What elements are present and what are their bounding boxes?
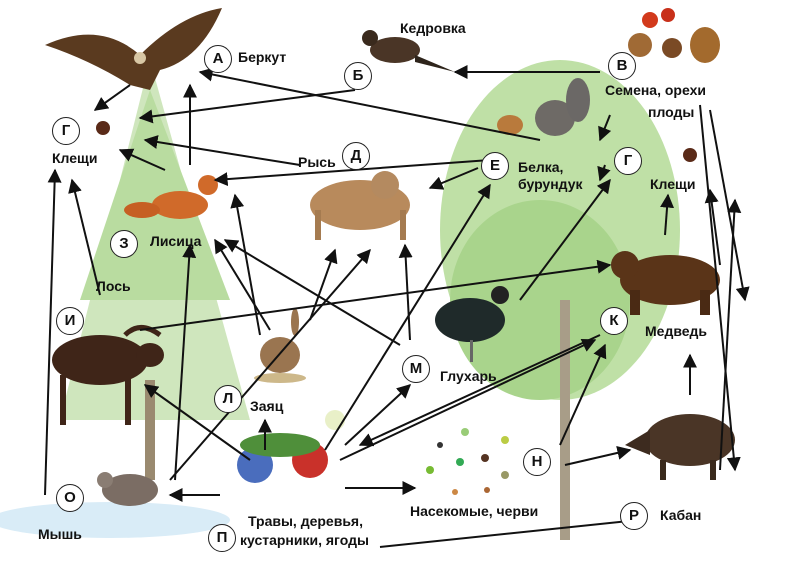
label-lynx: Рысь [298, 154, 336, 170]
label-kedrovka: Кедровка [400, 20, 466, 36]
node-g-right-circle[interactable]: Г [614, 147, 642, 175]
food-chain-arrow [428, 167, 479, 190]
node-v-circle[interactable]: В [608, 52, 636, 80]
food-chain-arrow [379, 514, 640, 548]
label-berkut: Беркут [238, 49, 287, 65]
node-a-circle[interactable]: А [204, 45, 232, 73]
food-chain-arrow [213, 159, 491, 187]
food-chain-arrow [358, 334, 601, 447]
food-chain-arrow [699, 104, 741, 472]
berries-plants-icon [237, 410, 345, 483]
food-chain-arrow [598, 114, 612, 142]
label-insects: Насекомые, черви [410, 503, 539, 519]
label-fruits: плоды [648, 104, 695, 120]
label-ticks-right: Клещи [650, 176, 696, 192]
food-chain-arrow [324, 183, 491, 451]
tick-icon [683, 148, 697, 162]
food-chain-arrow [597, 164, 611, 182]
label-chipmunk: бурундук [518, 176, 583, 192]
tree-left [60, 60, 250, 480]
node-n-circle[interactable]: Н [523, 448, 551, 476]
food-chain-arrow [44, 168, 62, 496]
fox-icon [124, 175, 218, 219]
capercaillie-icon [435, 286, 509, 362]
food-chain-arrow [138, 89, 356, 124]
label-hare: Заяц [250, 398, 284, 414]
food-chain-arrow [660, 193, 675, 236]
node-e-circle[interactable]: Е [481, 152, 509, 180]
node-d-circle[interactable]: Д [342, 142, 370, 170]
nutcracker-icon [362, 30, 455, 72]
node-i-circle[interactable]: И [56, 307, 84, 335]
label-seeds: Семена, орехи [605, 82, 706, 98]
food-chain-arrow [174, 243, 197, 481]
node-l-circle[interactable]: Л [214, 385, 242, 413]
food-chain-arrow [68, 178, 101, 296]
node-o-circle[interactable]: О [56, 484, 84, 512]
node-b-circle[interactable]: Б [344, 62, 372, 90]
mouse-icon [97, 472, 158, 506]
food-chain-arrow [214, 238, 271, 331]
label-moose: Лось [96, 278, 131, 294]
food-chain-arrow [339, 339, 597, 461]
food-chain-arrow [169, 248, 371, 481]
node-r-circle[interactable]: Р [620, 502, 648, 530]
food-chain-arrow [564, 446, 632, 466]
food-chain-arrow [309, 248, 338, 321]
node-z-circle[interactable]: З [110, 230, 138, 258]
label-boar: Кабан [660, 507, 702, 523]
insects-icon [426, 428, 509, 495]
food-chain-arrow [344, 384, 412, 446]
label-berries: кустарники, ягоды [240, 532, 369, 548]
label-mouse: Мышь [38, 526, 82, 542]
water-icon [0, 502, 230, 538]
label-bear: Медведь [645, 323, 708, 339]
food-chain-arrow [143, 135, 301, 166]
food-chain-arrow [719, 198, 742, 471]
label-plants: Травы, деревья, [248, 513, 363, 529]
eagle-icon [45, 8, 222, 90]
moose-icon [52, 325, 164, 425]
food-chain-arrow [230, 193, 261, 336]
food-chain-arrow [223, 239, 401, 346]
node-p-circle[interactable]: П [208, 524, 236, 552]
label-squirrel: Белка, [518, 159, 564, 175]
food-chain-arrow [118, 148, 166, 171]
arrows-layer [44, 65, 750, 548]
food-chain-arrow [704, 188, 721, 266]
node-m-circle[interactable]: М [402, 355, 430, 383]
squirrel-chipmunk-icon [497, 78, 590, 136]
node-g-left-circle[interactable]: Г [52, 117, 80, 145]
label-ticks-left: Клещи [52, 150, 98, 166]
hare-icon [254, 308, 306, 383]
seeds-nuts-icon [628, 8, 720, 63]
food-chain-arrow [198, 67, 541, 141]
boar-icon [625, 414, 735, 480]
lynx-icon [310, 171, 410, 240]
food-chain-arrow [519, 178, 611, 301]
label-fox: Лисица [150, 233, 202, 249]
food-chain-arrow [143, 384, 251, 461]
bear-icon [611, 251, 720, 315]
label-capercaillie: Глухарь [440, 368, 497, 384]
tick-icon [96, 121, 110, 135]
food-chain-arrow [139, 259, 612, 331]
food-chain-arrow [559, 343, 607, 446]
node-k-circle[interactable]: К [600, 307, 628, 335]
food-chain-arrow [93, 84, 131, 111]
